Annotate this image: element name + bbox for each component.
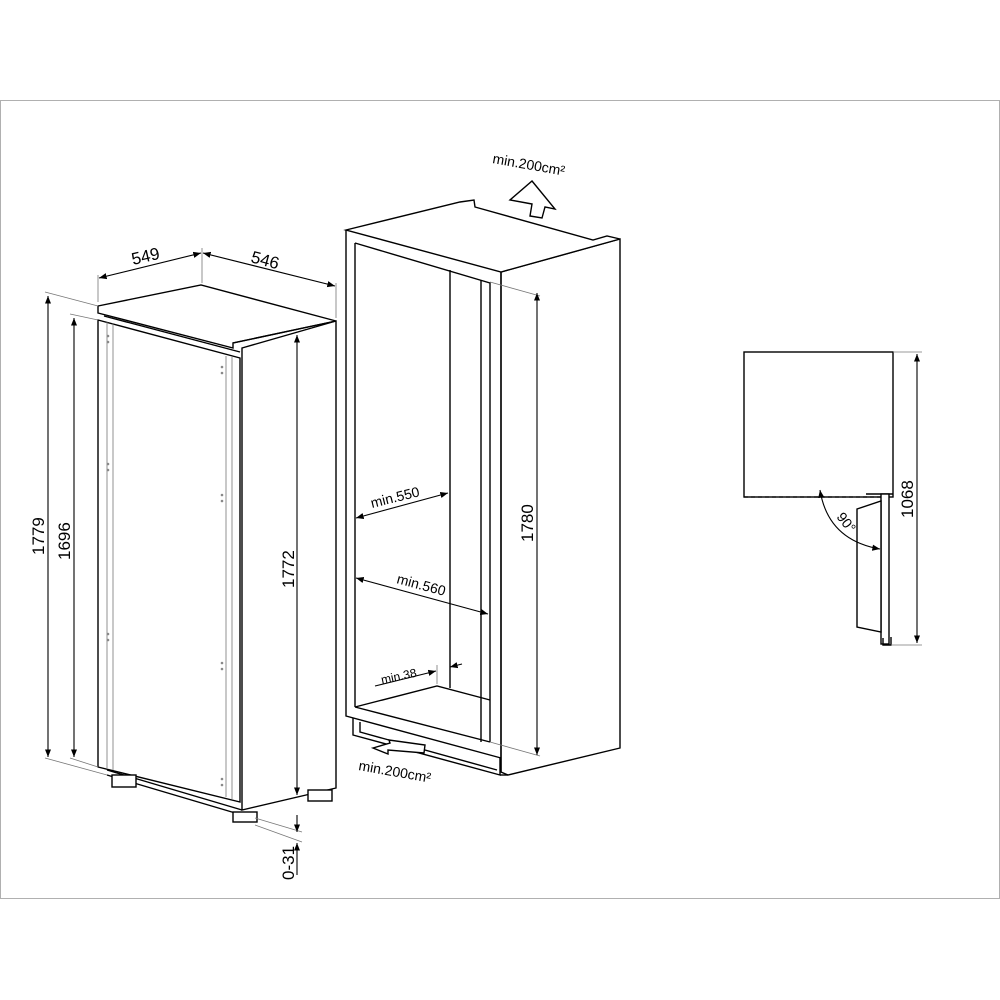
door-height-label: 1696 (55, 522, 74, 560)
niche-width-label: min.560 (395, 570, 447, 598)
niche-depth-label: min.550 (369, 483, 421, 511)
appliance-drawing (44, 248, 337, 875)
wall-thickness-label: min.38 (380, 666, 418, 687)
side-height-label: 1068 (898, 480, 917, 518)
top-ventilation-label: min.200cm² (491, 150, 566, 179)
side-view-drawing (743, 351, 922, 646)
depth-label: 546 (249, 248, 281, 274)
niche-height-label: 1780 (518, 504, 537, 542)
bottom-vent-arrow-icon (370, 739, 426, 756)
niche-drawing (343, 180, 621, 776)
bottom-ventilation-label: min.200cm² (357, 757, 432, 786)
body-height-label: 1772 (279, 550, 298, 588)
total-height-label: 1779 (29, 517, 48, 555)
width-label: 549 (130, 244, 162, 269)
top-vent-arrow-icon (508, 180, 557, 219)
door-angle-label: 90° (834, 509, 860, 536)
feet-adjust-label: 0-31 (279, 846, 298, 880)
